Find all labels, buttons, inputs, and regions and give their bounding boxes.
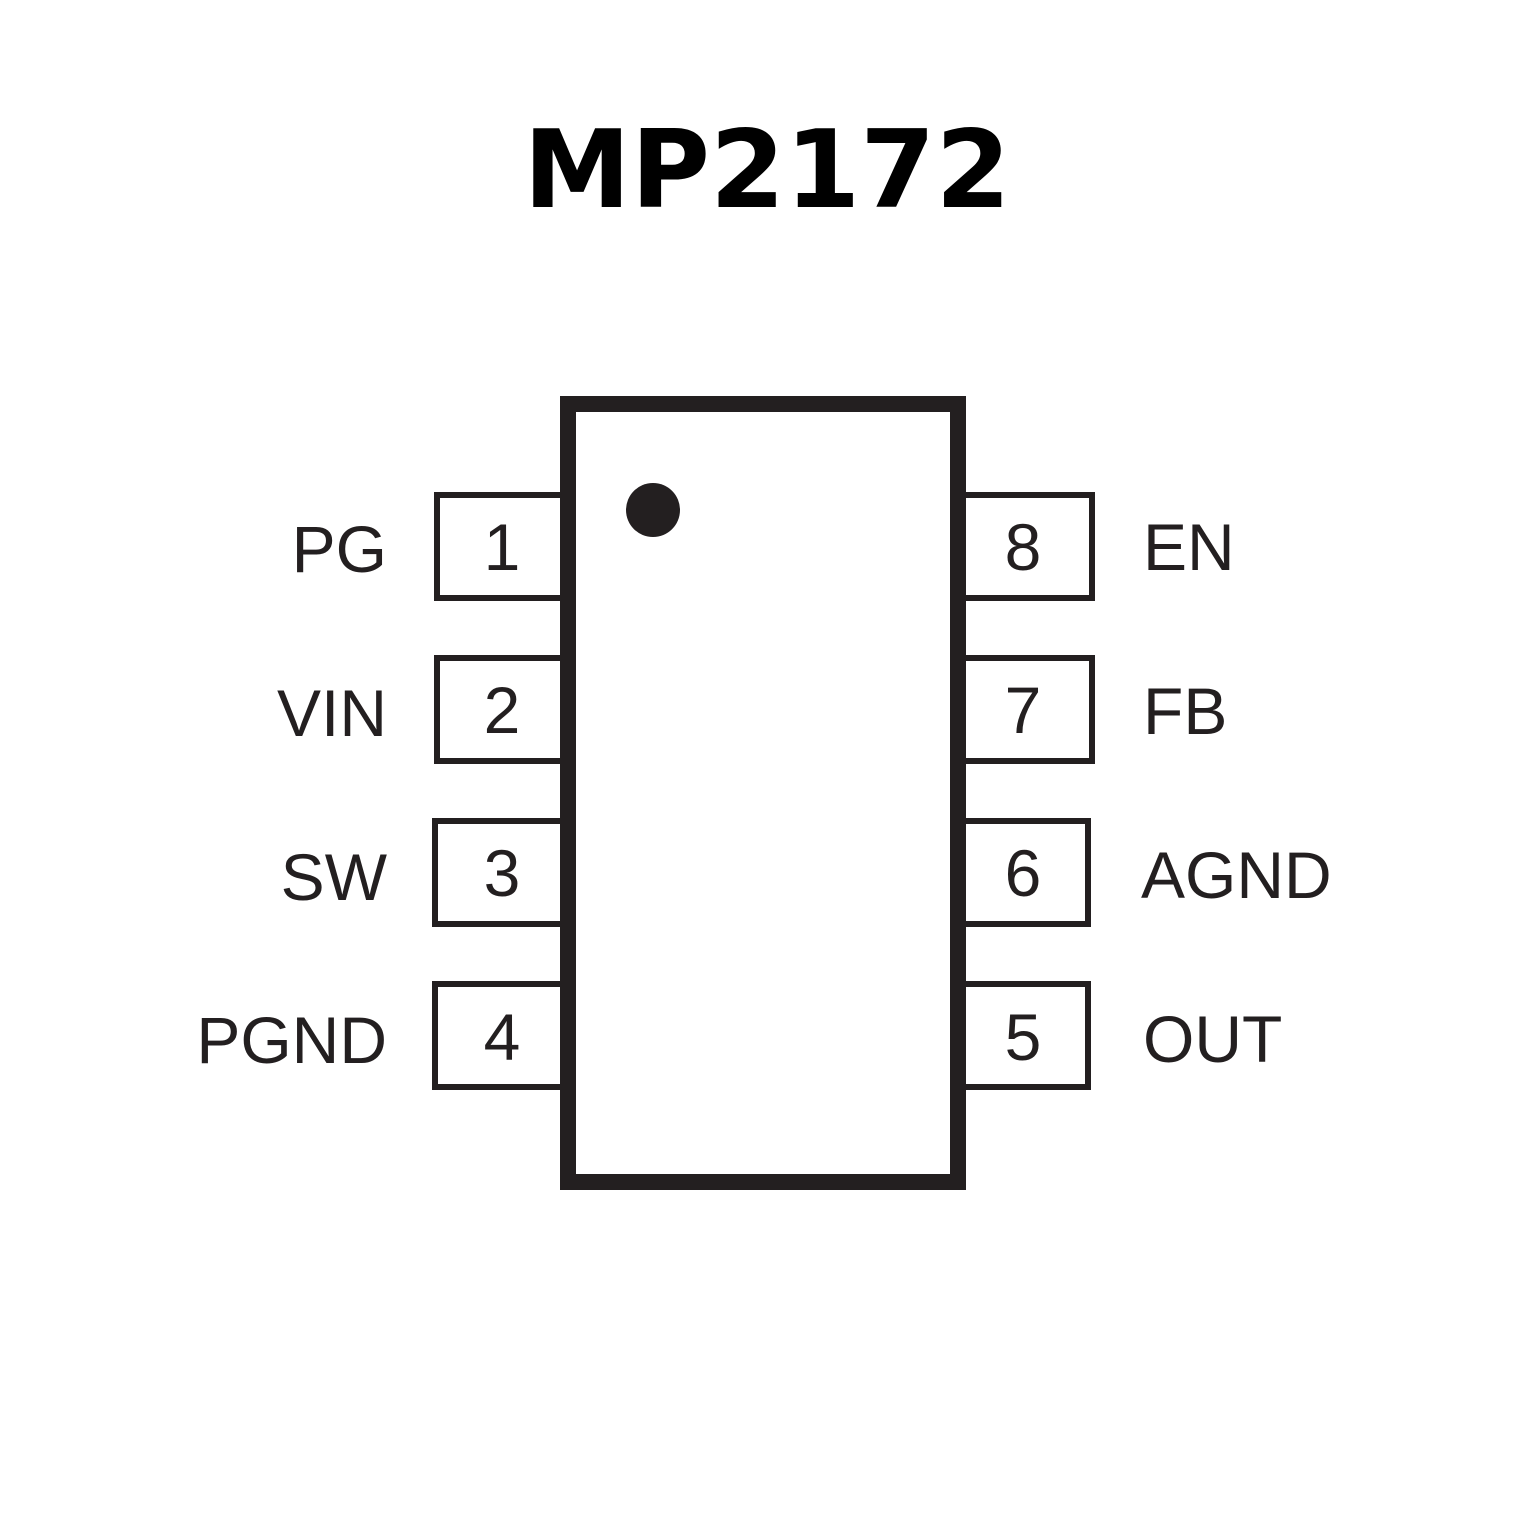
pin-number-8: 8 — [1005, 510, 1042, 584]
pin-label-sw: SW — [281, 840, 388, 914]
pin-number-2: 2 — [484, 673, 521, 747]
pin-label-out: OUT — [1143, 1002, 1282, 1076]
pin-label-pg: PG — [292, 512, 387, 586]
pin-number-5: 5 — [1005, 1000, 1042, 1074]
pin-box-2 — [434, 655, 570, 764]
pin-number-3: 3 — [484, 836, 521, 910]
pin-box-1 — [434, 492, 570, 601]
pin-1-dot — [626, 483, 680, 537]
chip-title: MP2172 — [523, 108, 1010, 233]
pin-label-vin: VIN — [277, 676, 387, 750]
pin-label-agnd: AGND — [1141, 838, 1332, 912]
pin-number-1: 1 — [484, 510, 521, 584]
pin-number-4: 4 — [484, 1000, 521, 1074]
pin-number-6: 6 — [1005, 836, 1042, 910]
pin-label-en: EN — [1143, 510, 1235, 584]
pin-number-7: 7 — [1005, 673, 1042, 747]
pin-label-fb: FB — [1143, 674, 1227, 748]
pin-label-pgnd: PGND — [196, 1003, 387, 1077]
pin-box-3 — [432, 818, 570, 927]
chip-body — [560, 396, 966, 1190]
pin-box-8 — [955, 492, 1095, 601]
pin-box-6 — [955, 818, 1091, 927]
